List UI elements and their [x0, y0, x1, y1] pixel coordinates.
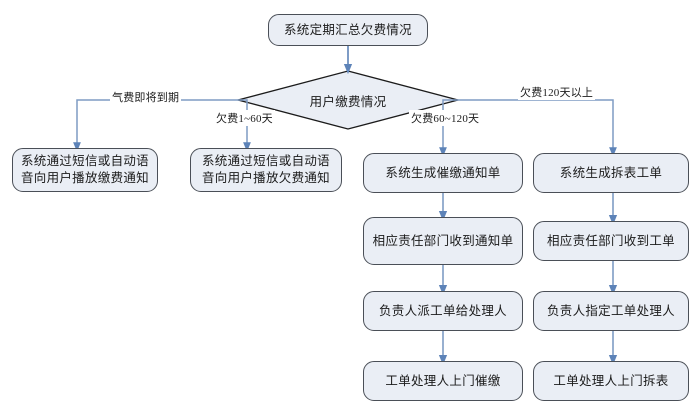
edge-branch-3: [439, 99, 458, 157]
edge-label-text: 气费即将到期: [112, 92, 180, 104]
edge-branch-1: [73, 99, 238, 152]
edge-label-branch-3: 欠费60~120天: [409, 110, 482, 126]
edge-branch-2: [238, 99, 251, 152]
edge-label-branch-4: 欠费120天以上: [518, 84, 596, 100]
node-sms-voice-arrears-notice[interactable]: 系统通过短信或自动语音向用户播放欠费通知: [190, 148, 342, 192]
node-handler-onsite-removal[interactable]: 工单处理人上门拆表: [533, 361, 689, 401]
node-label: 相应责任部门收到工单: [546, 233, 675, 248]
edge-branch-4: [458, 99, 617, 157]
node-label: 相应责任部门收到通知单: [372, 233, 514, 248]
node-label: 系统通过短信或自动语音向用户播放欠费通知: [201, 154, 330, 185]
node-summary-arrears[interactable]: 系统定期汇总欠费情况: [268, 14, 428, 46]
node-manager-assign-handler[interactable]: 负责人指定工单处理人: [533, 291, 689, 331]
node-label: 负责人指定工单处理人: [546, 303, 675, 318]
node-manager-dispatch-order[interactable]: 负责人派工单给处理人: [363, 291, 523, 331]
node-label: 工单处理人上门拆表: [553, 373, 669, 388]
node-department-receives-notice[interactable]: 相应责任部门收到通知单: [363, 217, 523, 265]
node-generate-meter-removal-order[interactable]: 系统生成拆表工单: [533, 153, 689, 193]
node-label: 系统生成拆表工单: [559, 165, 663, 180]
node-label: 系统生成催缴通知单: [385, 165, 501, 180]
edge-label-text: 欠费120天以上: [520, 87, 594, 99]
node-label: 工单处理人上门催缴: [385, 373, 501, 388]
node-handler-onsite-dunning[interactable]: 工单处理人上门催缴: [363, 361, 523, 401]
decision-diamond: [235, 70, 461, 130]
edge-label-branch-2: 欠费1~60天: [214, 110, 275, 126]
node-generate-dunning-notice[interactable]: 系统生成催缴通知单: [363, 153, 523, 193]
node-label: 系统通过短信或自动语音向用户播放缴费通知: [20, 154, 149, 185]
edge-label-text: 欠费1~60天: [216, 113, 273, 125]
edge-label-branch-1: 气费即将到期: [110, 89, 182, 105]
node-sms-voice-payment-notice[interactable]: 系统通过短信或自动语音向用户播放缴费通知: [12, 148, 158, 192]
edge-label-text: 欠费60~120天: [411, 113, 480, 125]
node-label: 负责人派工单给处理人: [378, 303, 507, 318]
node-label: 系统定期汇总欠费情况: [283, 22, 412, 37]
node-department-receives-order[interactable]: 相应责任部门收到工单: [533, 221, 689, 261]
